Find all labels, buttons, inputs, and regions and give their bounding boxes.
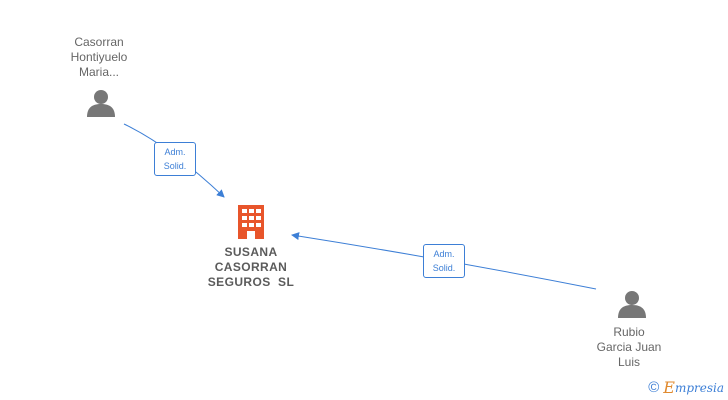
person-node-name[interactable]: Rubio Garcia Juan Luis: [569, 325, 689, 370]
person-name-line: Garcia Juan: [596, 340, 662, 354]
edge-label-line: Adm.: [433, 249, 455, 259]
edge-label-line: Solid.: [163, 161, 187, 171]
brand-logo-initial: E: [663, 378, 675, 397]
edge-label-line: Solid.: [432, 263, 456, 273]
person-icon[interactable]: [86, 88, 116, 118]
copyright-icon: ©: [648, 379, 660, 396]
person-name-line: Rubio: [613, 325, 645, 339]
company-name-line: CASORRAN: [214, 260, 288, 274]
person-name-line: Hontiyuelo: [70, 50, 128, 64]
building-icon[interactable]: [236, 205, 266, 239]
person-icon[interactable]: [617, 289, 647, 319]
person-name-line: Maria...: [78, 65, 119, 79]
company-node-name[interactable]: SUSANA CASORRAN SEGUROS SL: [181, 245, 321, 290]
company-name-line: SEGUROS SL: [207, 275, 295, 289]
edge-label-line: Adm.: [164, 147, 186, 157]
person-name-line: Casorran: [74, 35, 124, 49]
edge-label[interactable]: Adm. Solid.: [154, 142, 196, 176]
edge-label[interactable]: Adm. Solid.: [423, 244, 465, 278]
company-name-line: SUSANA: [224, 245, 278, 259]
person-node-name[interactable]: Casorran Hontiyuelo Maria...: [39, 35, 159, 80]
person-name-line: Luis: [617, 355, 640, 369]
brand-logo-text: mpresia: [674, 380, 724, 395]
empresia-watermark: © E mpresia: [648, 378, 724, 397]
